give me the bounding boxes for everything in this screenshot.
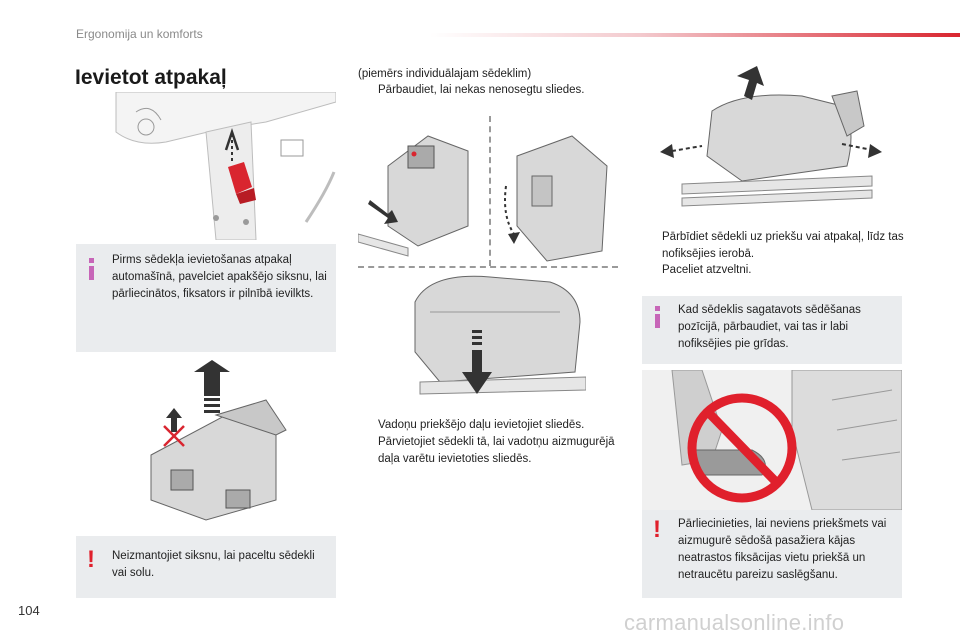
warning-text: Neizmantojiet siksnu, lai paceltu sēdekl… — [112, 550, 315, 579]
bullet-item: Paceliet atzveltni. — [662, 264, 752, 276]
warning-box: ! Neizmantojiet siksnu, lai paceltu sēde… — [76, 536, 336, 598]
seat-tilt-illustration — [504, 135, 608, 262]
footer-watermark: carmanualsonline.info — [624, 610, 845, 635]
figure-divider — [489, 116, 491, 266]
bullet-item: Pārbaudiet, lai nekas nenosegtu sliedes. — [378, 84, 585, 96]
header-rule — [430, 33, 960, 37]
warning-text: Pārliecinieties, lai neviens priekšmets … — [678, 518, 887, 581]
example-note: (piemērs individuālajam sēdeklim) — [358, 68, 532, 80]
rail-guide-illustration — [358, 135, 469, 257]
info-box: Kad sēdeklis sagatavots sēdēšanas pozīci… — [642, 296, 902, 364]
info-text: Pirms sēdekļa ievietošanas atpakaļ autom… — [112, 254, 327, 300]
bullet-item: Vadoņu priekšējo daļu ievietojiet sliedē… — [378, 419, 585, 431]
info-text: Kad sēdeklis sagatavots sēdēšanas pozīci… — [678, 304, 861, 350]
warning-icon: ! — [87, 546, 95, 573]
warning-box: ! Pārliecinieties, lai neviens priekšmet… — [642, 510, 902, 598]
info-icon — [89, 258, 94, 280]
section-header: Ergonomija un komforts — [76, 27, 203, 41]
page-number: 104 — [18, 603, 40, 618]
page-title: Ievietot atpakaļ — [75, 66, 227, 89]
seat-lift-illustration — [76, 360, 336, 528]
info-box: Pirms sēdekļa ievietošanas atpakaļ autom… — [76, 244, 336, 352]
seat-lower-illustration — [414, 275, 586, 395]
strap-illustration — [76, 92, 336, 240]
seat-slide-illustration — [660, 66, 882, 207]
figure-divider — [358, 266, 618, 268]
bullet-item: Pārvietojiet sēdekli tā, lai vadotņu aiz… — [378, 436, 615, 465]
warning-icon: ! — [653, 516, 661, 543]
prohibited-obstruction-illustration — [642, 370, 902, 510]
bullet-item: Pārbīdiet sēdekli uz priekšu vai atpakaļ… — [662, 231, 904, 260]
info-icon — [655, 306, 660, 328]
